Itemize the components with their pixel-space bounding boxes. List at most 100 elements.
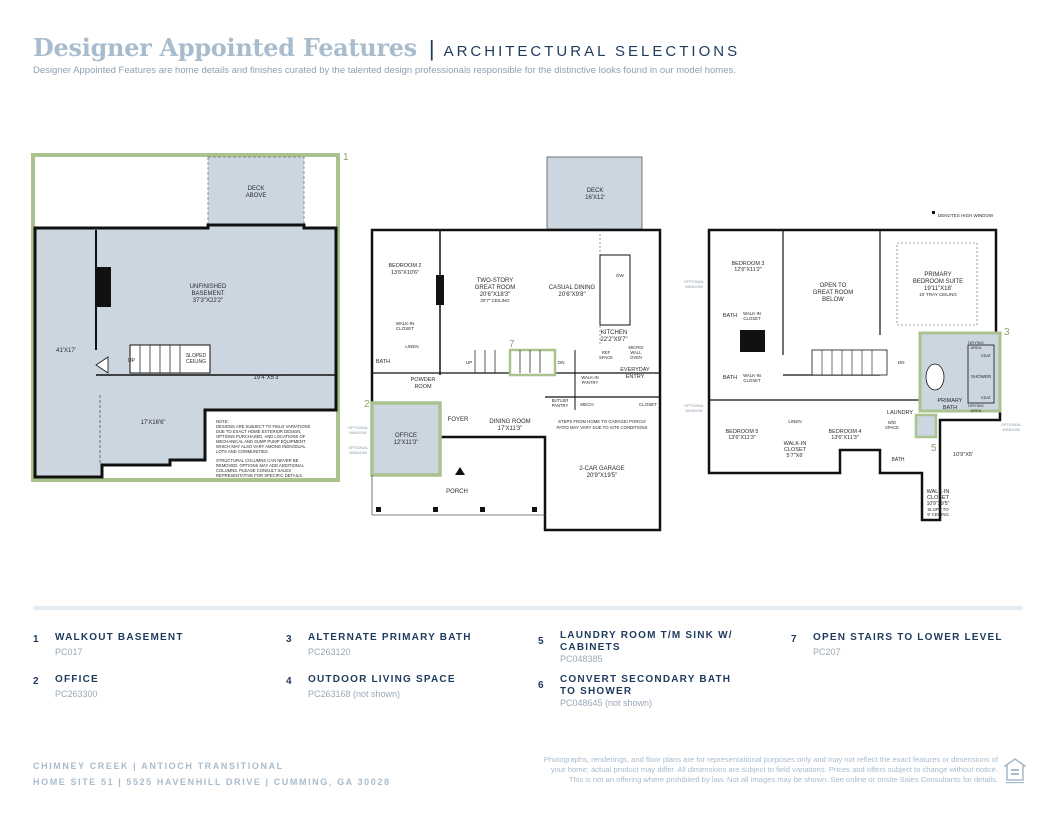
upper-optional-window: OPTIONAL — [1001, 422, 1022, 427]
feature-item: 1 WALKOUT BASEMENT PC017 — [33, 632, 273, 657]
upper-walkin-label-2: CLOSET — [743, 378, 761, 383]
basement-stair-treads — [139, 345, 181, 373]
feature-number: 7 — [791, 634, 797, 645]
disclaimer-line: Photographs, renderings, and floor plans… — [543, 755, 998, 764]
ref-space-label-2: SPACE — [599, 355, 613, 360]
bedroom4-label: BEDROOM 4 — [828, 429, 861, 435]
main-fireplace — [436, 275, 444, 305]
page-description: Designer Appointed Features are home det… — [33, 65, 736, 76]
feature-item: 6 CONVERT SECONDARY BATH TO SHOWER PC048… — [538, 674, 738, 708]
wd-space-label-2: SPACE — [885, 425, 899, 430]
primary-suite-ceiling: 10' TRAY CEILING — [919, 292, 957, 297]
feature-code: PC048645 (not shown) — [560, 698, 653, 708]
street-address: 5525 HAVENHILL DRIVE — [126, 777, 262, 787]
main-linen-label: LINEN — [405, 344, 418, 349]
basement-note-line: MECHANICAL AND SUMP PUMP EQUIPMENT — [216, 439, 306, 444]
basement-unfinished-dim: 37'3"X22'2" — [193, 298, 224, 304]
foyer-label: FOYER — [448, 417, 469, 423]
primary-bath-label: PRIMARY — [938, 398, 963, 404]
marker-1: 1 — [343, 152, 349, 163]
bedroom2-dim: 13'6"X10'6" — [391, 270, 419, 276]
upper-linen-label: LINEN — [788, 419, 801, 424]
upper-stair-treads — [821, 350, 873, 375]
stairs-highlight — [508, 348, 557, 377]
basement-unfinished-sub: BASEMENT — [191, 291, 224, 297]
main-optional-window: OPTIONAL — [348, 425, 369, 430]
basement-note-line: DESIGNS ARE SUBJECT TO FIELD VARIATIONS — [216, 424, 311, 429]
basement-door — [95, 356, 109, 374]
basement-left-dim: 41'X17' — [56, 348, 76, 354]
city-state-zip: CUMMING, GA 30028 — [273, 777, 391, 787]
walkin-closet-label-2: CLOSET — [396, 326, 414, 331]
feature-number: 6 — [538, 680, 544, 691]
basement-note-line: REMOVED. OPTIONS MAY ADD ADDITIONAL — [216, 463, 305, 468]
upper-optional-window-2: WINDOW — [685, 408, 703, 413]
basement-note: NOTE: DESIGNS ARE SUBJECT TO FIELD VARIA… — [216, 419, 311, 478]
feature-number: 2 — [33, 676, 39, 687]
ref-space-label: REF — [602, 350, 611, 355]
basement-note-line: REPRESENTATIVE FOR SPECIFIC DETAILS. — [216, 473, 303, 478]
great-room-dim: 20'6"X18'3" — [480, 292, 511, 298]
laundry-label: LAUNDRY — [887, 410, 914, 416]
casual-dining-label: CASUAL DINING — [549, 285, 596, 291]
kitchen-island — [599, 254, 631, 326]
feature-name: OFFICE — [55, 674, 99, 685]
feature-number: 5 — [538, 636, 544, 647]
feature-name: OUTDOOR LIVING SPACE — [308, 674, 456, 685]
disclaimer-line: This is not an offering where prohibited… — [568, 775, 998, 784]
walkin-closet-label: WALK-IN — [784, 441, 807, 447]
shower — [967, 344, 995, 404]
primary-walkin-label-2: CLOSET — [927, 495, 950, 501]
page-subtitle: ARCHITECTURAL SELECTIONS — [443, 43, 741, 60]
feature-name: CONVERT SECONDARY BATH TO SHOWER — [560, 674, 732, 697]
bedroom3-label: BEDROOM 3 — [731, 261, 764, 267]
walkin-pantry-label-2: PANTRY — [582, 380, 599, 385]
butler-label-2: PANTRY — [552, 403, 569, 408]
walkin-pantry-label: WALK-IN — [581, 375, 598, 380]
upper-chase — [740, 330, 765, 352]
basement-plan: DECK ABOVE UNFINISHED BASEMENT 37'3"X22'… — [31, 152, 349, 482]
garage-label: 2-CAR GARAGE — [579, 466, 624, 472]
drying-area-label: DRYING — [968, 403, 983, 408]
upper-walkin-label: WALK-IN — [743, 311, 761, 316]
primary-suite-dim: 19'11"X18' — [924, 286, 952, 292]
basement-note-line: LOTS AND COMMUNITIES. — [216, 449, 269, 454]
upper-bath-label: BATH — [723, 375, 737, 381]
drying-area-label-2: AREA — [971, 408, 982, 413]
feature-item: 2 OFFICE PC263300 — [33, 674, 273, 699]
powder-label: POWDER — [411, 377, 436, 383]
upper-stairs — [811, 349, 888, 376]
primary-suite-label-2: BEDROOM SUITE — [913, 279, 963, 285]
walkin-closet-dim: 5'7"X6' — [787, 453, 804, 459]
basement-deck-label: DECK — [248, 186, 265, 192]
casual-dining-dim: 20'6"X9'8" — [558, 292, 585, 298]
shower-label: SHOWER — [971, 374, 992, 379]
drying-area-label: DRYING — [968, 340, 983, 345]
basement-mid-dim: 19'4"X5'3" — [253, 375, 280, 381]
basement-note-line: STRUCTURAL COLUMNS CAN NEVER BE — [216, 458, 299, 463]
footer-separator: | — [265, 777, 270, 787]
basement-lower-dim: 17'X16'6" — [140, 420, 165, 426]
features-list: 1 WALKOUT BASEMENT PC017 2 OFFICE PC2633… — [33, 630, 1033, 712]
open-to-label-3: BELOW — [822, 297, 844, 303]
main-deck-label: DECK — [587, 188, 604, 194]
main-deck-dim: 16'X12' — [585, 195, 605, 201]
feature-item: 3 ALTERNATE PRIMARY BATH PC263120 — [286, 632, 526, 657]
porch-columns — [376, 507, 537, 512]
feature-number: 4 — [286, 676, 292, 687]
powder-label-2: ROOM — [414, 384, 432, 390]
micro-label: MICRO/ — [628, 345, 644, 350]
steps-note-2: PATIO MAY VARY DUE TO SITE CONDITIONS — [557, 425, 648, 430]
upper-optional-window-2: WINDOW — [1002, 427, 1020, 432]
walkin-closet-label-2: CLOSET — [784, 447, 807, 453]
title-row: Designer Appointed Features | ARCHITECTU… — [33, 33, 1023, 62]
disclaimer-line: your home; actual product may differ. Al… — [550, 765, 998, 774]
page-header: Designer Appointed Features | ARCHITECTU… — [33, 33, 1023, 76]
feature-name: ALTERNATE PRIMARY BATH — [308, 632, 472, 643]
feature-code: PC017 — [55, 647, 83, 657]
upper-optional-window: OPTIONAL — [684, 403, 705, 408]
basement-note-line: DUE TO EXACT HOME EXTERIOR DESIGN, — [216, 429, 301, 434]
laundry-highlight — [914, 413, 938, 439]
bedroom2-label: BEDROOM 2 — [388, 263, 421, 269]
main-optional-window-2: WINDOW — [349, 450, 367, 455]
